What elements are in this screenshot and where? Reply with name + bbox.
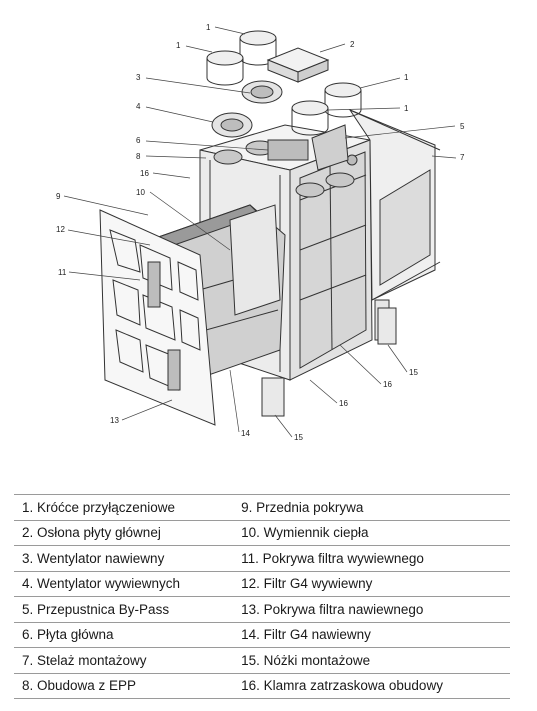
legend-item: 6. Płyta główna	[14, 621, 234, 648]
callout-6: 6	[136, 136, 141, 145]
callout-15a: 15	[294, 433, 303, 442]
exploded-diagram: 1 1 1 1 2 3 4 5 6 7 8 9 10 11 12 13 14 1…	[56, 23, 465, 442]
callout-12: 12	[56, 225, 65, 234]
legend-item: 5. Przepustnica By-Pass	[14, 596, 234, 622]
callout-16b: 16	[339, 399, 348, 408]
legend-item: 1. Króćce przyłączeniowe	[14, 494, 234, 520]
legend-item: 13. Pokrywa filtra nawiewnego	[233, 596, 510, 622]
connection-spigots	[206, 30, 362, 136]
legend-row: 1. Króćce przyłączeniowe 9. Przednia pok…	[14, 494, 510, 520]
front-cover	[99, 209, 216, 426]
callout-1a: 1	[206, 23, 211, 32]
callout-16c: 16	[383, 380, 392, 389]
callout-1c: 1	[404, 73, 409, 82]
callout-4: 4	[136, 102, 141, 111]
legend-row: 4. Wentylator wywiewnych 12. Filtr G4 wy…	[14, 570, 510, 597]
parts-legend: 1. Króćce przyłączeniowe 9. Przednia pok…	[14, 494, 510, 699]
motherboard-cover	[266, 47, 330, 83]
leader-lines	[63, 26, 457, 438]
callout-1d: 1	[404, 104, 409, 113]
legend-item: 8. Obudowa z EPP	[14, 672, 234, 699]
callout-5: 5	[460, 122, 465, 131]
legend-row: 8. Obudowa z EPP 16. Klamra zatrzaskowa …	[14, 672, 510, 699]
legend-item: 9. Przednia pokrywa	[233, 494, 510, 520]
callout-15b: 15	[409, 368, 418, 377]
legend-row: 2. Osłona płyty głównej 10. Wymiennik ci…	[14, 519, 510, 546]
legend-item: 15. Nóżki montażowe	[233, 647, 510, 673]
legend-item: 3. Wentylator nawiewny	[14, 545, 234, 571]
legend-item: 11. Pokrywa filtra wywiewnego	[233, 545, 510, 571]
legend-item: 14. Filtr G4 nawiewny	[233, 621, 510, 648]
callout-13: 13	[110, 416, 119, 425]
callout-1b: 1	[176, 41, 181, 50]
legend-item: 2. Osłona płyty głównej	[14, 519, 234, 546]
legend-item: 16. Klamra zatrzaskowa obudowy	[233, 672, 510, 699]
callout-10: 10	[136, 188, 145, 197]
mounting-legs	[261, 307, 397, 417]
supply-fan	[241, 80, 283, 104]
housing-top-ports	[213, 139, 355, 198]
callout-11: 11	[58, 268, 67, 277]
legend-item: 7. Stelaż montażowy	[14, 647, 234, 673]
callout-7: 7	[460, 153, 465, 162]
legend-row: 3. Wentylator nawiewny 11. Pokrywa filtr…	[14, 545, 510, 571]
legend-item: 12. Filtr G4 wywiewny	[233, 570, 510, 597]
callout-14: 14	[241, 429, 250, 438]
bypass-damper	[311, 124, 349, 171]
exhaust-fan	[211, 112, 253, 138]
callout-9: 9	[56, 192, 61, 201]
callout-labels: 1 1 1 1 2 3 4 5 6 7 8 9 10 11 12 13 14 1…	[56, 23, 465, 442]
legend-item: 4. Wentylator wywiewnych	[14, 570, 234, 597]
callout-3: 3	[136, 73, 141, 82]
callout-16a: 16	[140, 169, 149, 178]
legend-row: 7. Stelaż montażowy 15. Nóżki montażowe	[14, 647, 510, 673]
callout-8: 8	[136, 152, 141, 161]
legend-row: 5. Przepustnica By-Pass 13. Pokrywa filt…	[14, 596, 510, 622]
legend-row: 6. Płyta główna 14. Filtr G4 nawiewny	[14, 621, 510, 648]
legend-item: 10. Wymiennik ciepła	[233, 519, 510, 546]
callout-2: 2	[350, 40, 355, 49]
